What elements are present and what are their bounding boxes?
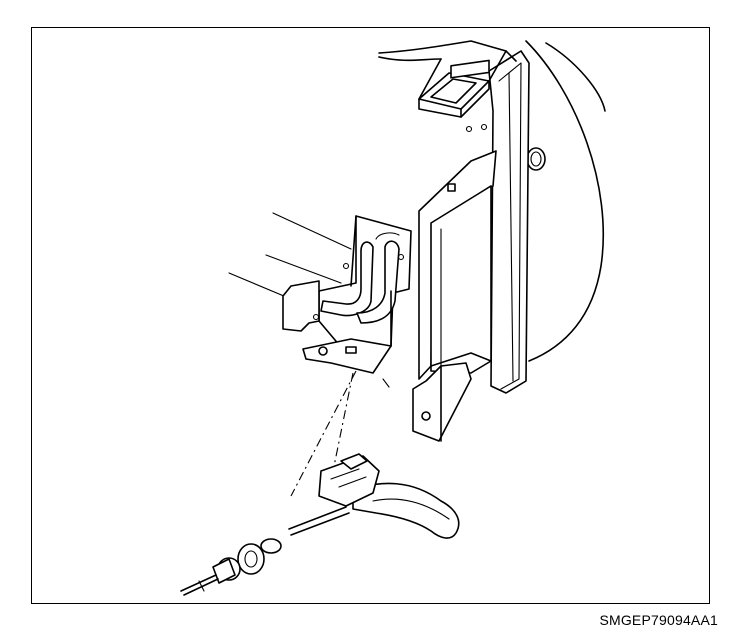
latch-assembly (180, 453, 460, 596)
wall-plate (418, 150, 497, 380)
slot (447, 183, 456, 192)
alignment-line (290, 370, 390, 497)
figure-frame (31, 27, 710, 604)
mount-hole (421, 411, 431, 421)
illustration (180, 40, 606, 596)
release-lever (352, 482, 460, 539)
figure-code: SMGEP79094AA1 (599, 612, 718, 628)
door-pillar (488, 50, 530, 394)
leader-lines (228, 212, 352, 300)
body-panel (525, 40, 606, 362)
striker-bracket (282, 215, 412, 374)
upper-bracket (378, 40, 517, 133)
latch-body (318, 455, 380, 507)
grommet-hole (526, 147, 546, 171)
bushing (212, 538, 282, 584)
lower-mount (412, 362, 472, 442)
